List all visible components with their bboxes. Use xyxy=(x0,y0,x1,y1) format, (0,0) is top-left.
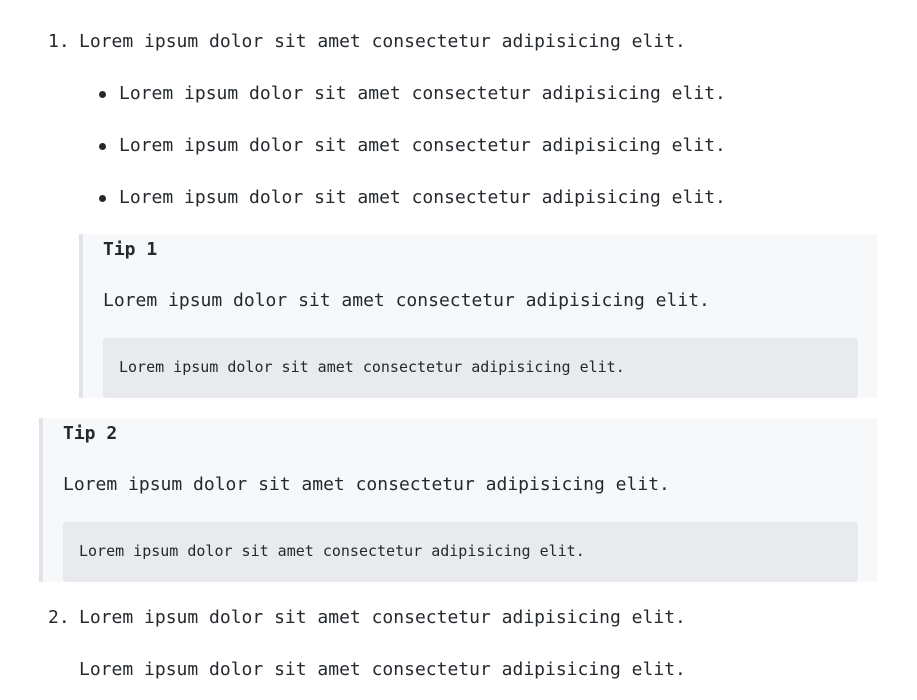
bullet-text: Lorem ipsum dolor sit amet consectetur a… xyxy=(119,187,726,208)
bullet-dot-icon xyxy=(99,195,106,202)
list-number: 2. xyxy=(48,607,70,628)
tip-text: Lorem ipsum dolor sit amet consectetur a… xyxy=(63,474,670,495)
tip-title: Tip 2 xyxy=(63,423,118,444)
tip-2-block: Tip 2 Lorem ipsum dolor sit amet consect… xyxy=(39,418,877,582)
list-item-text: Lorem ipsum dolor sit amet consectetur a… xyxy=(79,607,686,628)
tip-1-block: Tip 1 Lorem ipsum dolor sit amet consect… xyxy=(79,234,877,398)
tip-text: Lorem ipsum dolor sit amet consectetur a… xyxy=(103,290,710,311)
code-block: Lorem ipsum dolor sit amet consectetur a… xyxy=(103,338,858,398)
list-number: 1. xyxy=(48,31,70,52)
list-item-paragraph: Lorem ipsum dolor sit amet consectetur a… xyxy=(79,659,686,680)
tip-title: Tip 1 xyxy=(103,239,158,260)
bullet-dot-icon xyxy=(99,143,106,150)
code-block: Lorem ipsum dolor sit amet consectetur a… xyxy=(63,522,858,582)
bullet-text: Lorem ipsum dolor sit amet consectetur a… xyxy=(119,135,726,156)
code-text: Lorem ipsum dolor sit amet consectetur a… xyxy=(79,542,585,560)
bullet-text: Lorem ipsum dolor sit amet consectetur a… xyxy=(119,83,726,104)
code-text: Lorem ipsum dolor sit amet consectetur a… xyxy=(119,358,625,376)
list-item-text: Lorem ipsum dolor sit amet consectetur a… xyxy=(79,31,686,52)
bullet-dot-icon xyxy=(99,91,106,98)
